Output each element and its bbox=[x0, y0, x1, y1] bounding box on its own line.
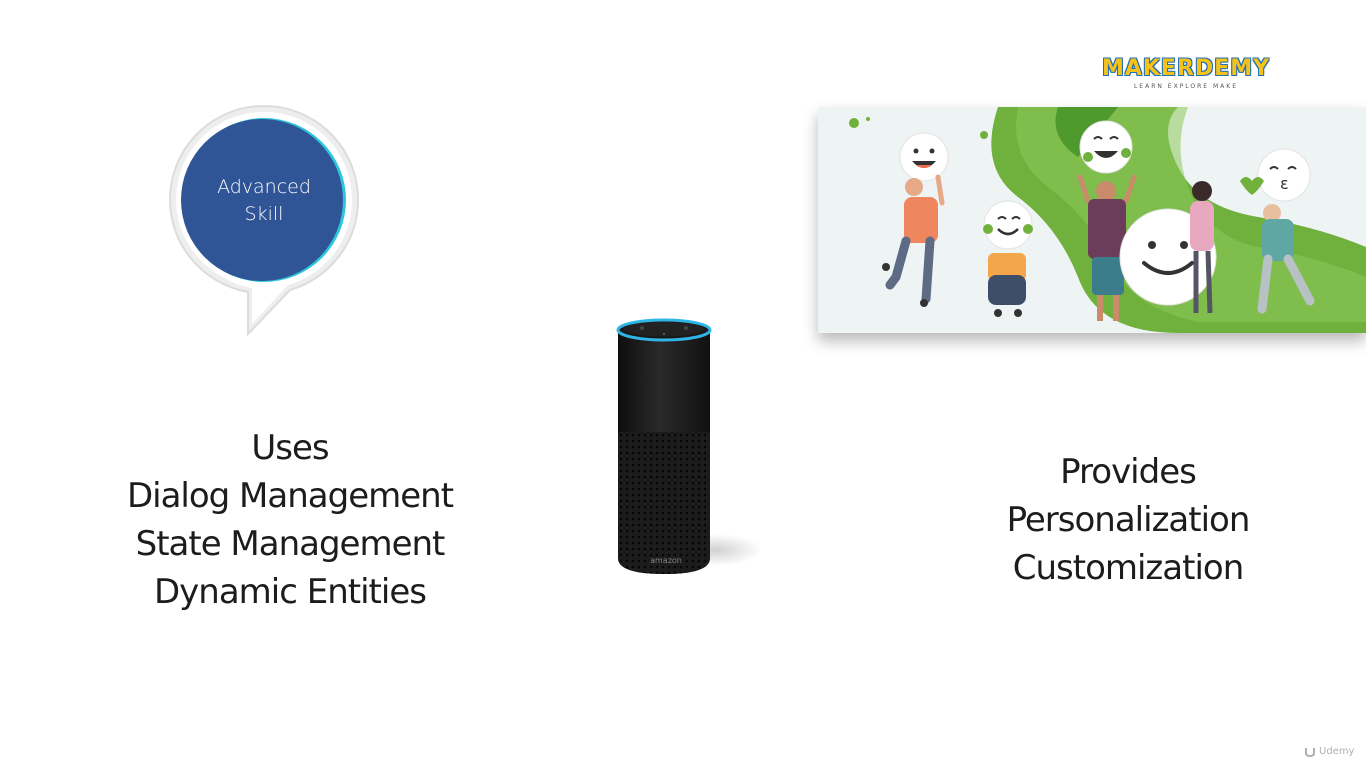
provides-item-personalization: Personalization bbox=[1006, 500, 1251, 540]
uses-item-state: State Management bbox=[135, 524, 446, 564]
person-4 bbox=[1190, 181, 1214, 314]
speaker-brand-label: amazon bbox=[650, 556, 682, 565]
happy-people-illustration: ε bbox=[849, 107, 1366, 333]
makerdemy-logo: MAKERDEMY LEARN EXPLORE MAKE bbox=[1088, 56, 1284, 96]
speech-bubble-icon bbox=[168, 104, 360, 337]
person-1 bbox=[882, 132, 949, 307]
udemy-watermark: Udemy bbox=[1304, 743, 1364, 761]
skill-label-line1: Advanced bbox=[217, 176, 311, 198]
uses-item-entities: Dynamic Entities bbox=[154, 572, 427, 612]
uses-list: Uses Dialog Management State Management … bbox=[110, 424, 470, 616]
people-illustration-banner: ε bbox=[818, 107, 1366, 333]
uses-heading: Uses bbox=[251, 428, 329, 468]
person-2 bbox=[983, 200, 1033, 317]
provides-list: Provides Personalization Customization bbox=[980, 448, 1276, 592]
echo-speaker-icon bbox=[616, 318, 762, 574]
skill-label: Advanced Skill bbox=[184, 174, 344, 228]
logo-wordmark: MAKERDEMY bbox=[1101, 56, 1271, 81]
svg-text:ε: ε bbox=[1280, 174, 1289, 193]
provides-item-customization: Customization bbox=[1012, 548, 1245, 588]
logo-tagline: LEARN EXPLORE MAKE bbox=[1133, 83, 1239, 90]
person-3 bbox=[1077, 120, 1137, 321]
person-5: ε bbox=[1240, 148, 1315, 314]
udemy-logo-icon bbox=[1305, 748, 1315, 757]
skill-label-line2: Skill bbox=[244, 203, 284, 225]
uses-item-dialog: Dialog Management bbox=[126, 476, 454, 516]
provides-heading: Provides bbox=[1060, 452, 1197, 492]
echo-speaker-image: amazon bbox=[606, 312, 766, 582]
watermark-text: Udemy bbox=[1319, 746, 1355, 757]
alexa-skill-badge: Advanced Skill bbox=[166, 102, 362, 338]
